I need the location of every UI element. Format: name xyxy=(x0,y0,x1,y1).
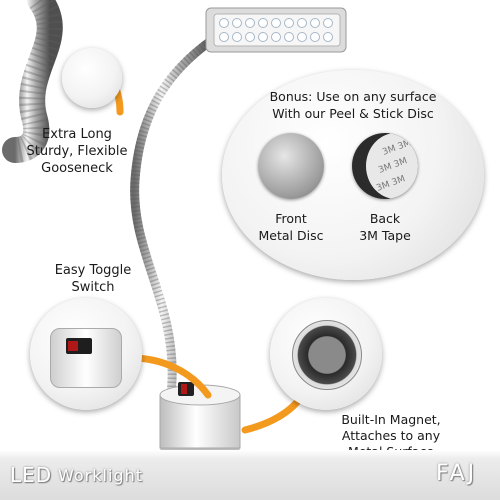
metal-disc-icon xyxy=(258,133,324,199)
magnet-closeup-bubble xyxy=(270,298,382,410)
gooseneck-callout: Extra Long Sturdy, Flexible Gooseneck xyxy=(12,126,142,177)
switch-housing xyxy=(50,328,122,388)
brand-footer xyxy=(0,450,500,500)
front-disc-line-2: Metal Disc xyxy=(258,228,324,243)
toggle-switch-icon xyxy=(66,338,92,354)
brand-logo: FAJ xyxy=(436,461,478,486)
magnet-callout-line-2: Attaches to any xyxy=(341,428,441,443)
gooseneck-coil-icon xyxy=(2,0,63,163)
gooseneck-callout-line-3: Gooseneck xyxy=(41,161,113,176)
front-disc-label: Front Metal Disc xyxy=(248,210,334,244)
bonus-line-1: Bonus: Use on any surface xyxy=(269,89,437,104)
bonus-line-2: With our Peel & Stick Disc xyxy=(272,106,434,121)
switch-closeup-bubble xyxy=(30,298,142,410)
switch-callout: Easy Toggle Switch xyxy=(38,262,148,296)
switch-callout-line-1: Easy Toggle xyxy=(54,263,132,278)
switch-callout-line-2: Switch xyxy=(71,280,115,295)
bonus-callout: Bonus: Use on any surface With our Peel … xyxy=(232,88,474,122)
led-label: LED xyxy=(10,463,53,487)
back-disc-label: Back 3M Tape xyxy=(346,210,424,244)
worklight-label: Worklight xyxy=(58,466,143,485)
lamp-base-icon xyxy=(159,382,241,458)
tape-disc-icon: 3M 3M 3M 3M 3M 3M xyxy=(352,133,418,199)
gooseneck-closeup-bubble xyxy=(62,48,122,108)
back-disc-line-1: Back xyxy=(369,211,401,226)
front-disc-line-1: Front xyxy=(275,211,307,226)
led-panel-icon xyxy=(205,7,347,53)
gooseneck-callout-line-2: Sturdy, Flexible xyxy=(26,144,128,159)
back-disc-line-2: 3M Tape xyxy=(359,228,411,243)
magnet-icon xyxy=(292,320,362,390)
gooseneck-callout-line-1: Extra Long xyxy=(42,127,112,142)
magnet-callout-line-1: Built-In Magnet, xyxy=(341,412,441,427)
